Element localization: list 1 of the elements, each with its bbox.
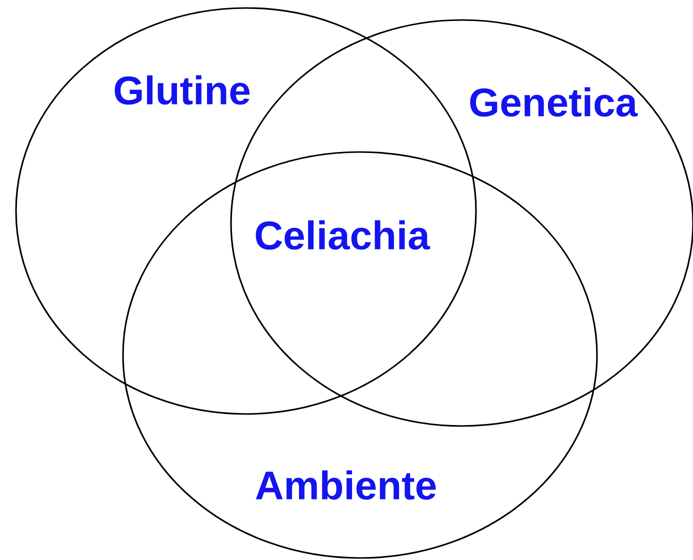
intersection-label: Celiachia: [256, 220, 430, 250]
